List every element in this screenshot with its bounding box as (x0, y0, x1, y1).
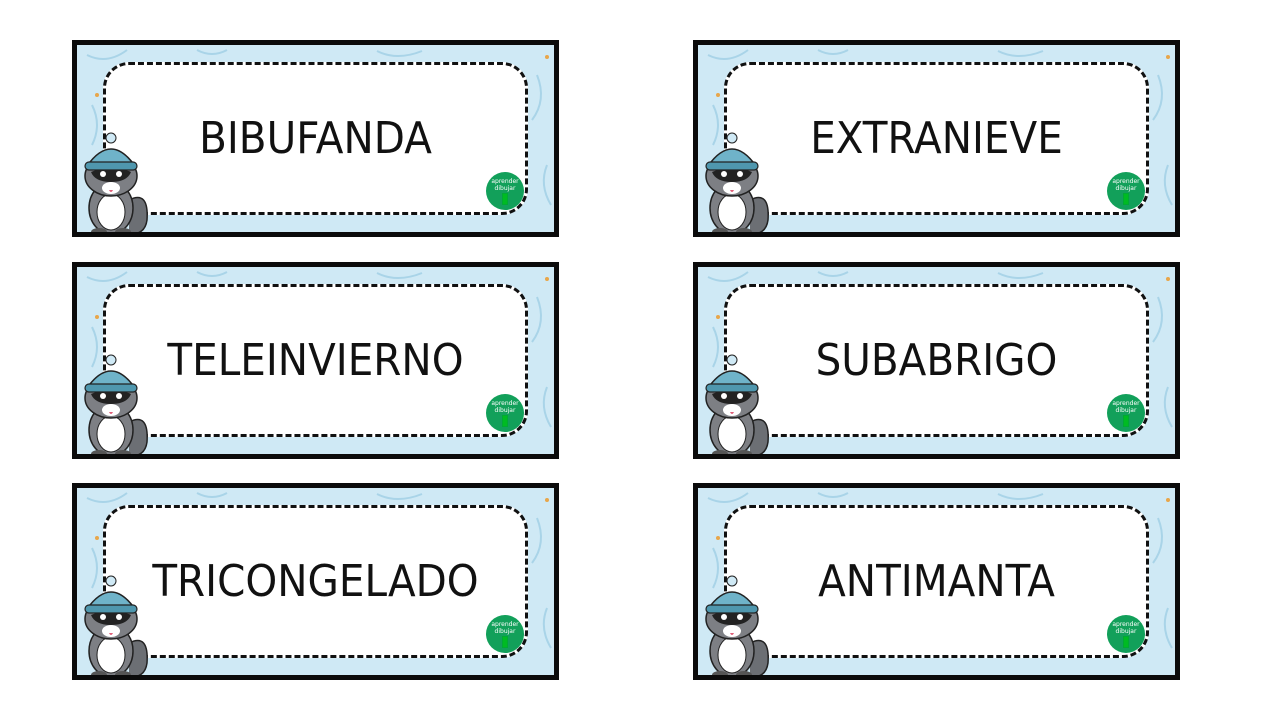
logo-badge-icon: aprender dibujar (1107, 615, 1145, 653)
dashed-word-frame: EXTRANIEVE (724, 62, 1149, 215)
dashed-word-frame: BIBUFANDA (103, 62, 528, 215)
card-word: ANTIMANTA (818, 556, 1055, 607)
logo-text-top: aprender (1112, 399, 1140, 407)
logo-badge-icon: aprender dibujar (486, 615, 524, 653)
winter-leaves-background (86, 271, 552, 428)
card-word: TELEINVIERNO (167, 335, 464, 386)
logo-badge-icon: aprender dibujar (1107, 394, 1145, 432)
dashed-word-frame: TELEINVIERNO (103, 284, 528, 437)
winter-leaves-background (707, 49, 1173, 206)
raccoon-mascot-icon (84, 575, 148, 675)
pencil-icon (502, 414, 508, 427)
winter-leaves-background (707, 492, 1173, 649)
pencil-icon (1123, 192, 1129, 205)
logo-text-top: aprender (1112, 620, 1140, 628)
raccoon-mascot-icon (705, 132, 769, 232)
word-card-1: BIBUFANDA aprender dibujar (72, 40, 559, 237)
logo-text-bottom: dibujar (1115, 184, 1137, 192)
logo-badge-icon: aprender dibujar (486, 394, 524, 432)
logo-text-top: aprender (491, 399, 519, 407)
raccoon-mascot-icon (84, 354, 148, 454)
card-word: EXTRANIEVE (810, 113, 1063, 164)
dashed-word-frame: ANTIMANTA (724, 505, 1149, 658)
logo-text-bottom: dibujar (494, 406, 516, 414)
winter-leaves-background (86, 492, 552, 649)
word-card-6: ANTIMANTA aprender dibujar (693, 483, 1180, 680)
word-card-3: TELEINVIERNO aprender dibujar (72, 262, 559, 459)
raccoon-mascot-icon (84, 132, 148, 232)
word-card-2: EXTRANIEVE aprender dibujar (693, 40, 1180, 237)
word-card-5: TRICONGELADO aprender dibujar (72, 483, 559, 680)
logo-text-bottom: dibujar (494, 184, 516, 192)
logo-text-top: aprender (491, 620, 519, 628)
logo-text-top: aprender (1112, 177, 1140, 185)
logo-text-bottom: dibujar (494, 627, 516, 635)
winter-leaves-background (707, 271, 1173, 428)
logo-text-bottom: dibujar (1115, 406, 1137, 414)
dashed-word-frame: SUBABRIGO (724, 284, 1149, 437)
word-card-4: SUBABRIGO aprender dibujar (693, 262, 1180, 459)
dashed-word-frame: TRICONGELADO (103, 505, 528, 658)
pencil-icon (502, 192, 508, 205)
pencil-icon (1123, 414, 1129, 427)
pencil-icon (502, 635, 508, 648)
card-word: BIBUFANDA (199, 113, 432, 164)
logo-text-bottom: dibujar (1115, 627, 1137, 635)
raccoon-mascot-icon (705, 575, 769, 675)
logo-badge-icon: aprender dibujar (486, 172, 524, 210)
logo-text-top: aprender (491, 177, 519, 185)
raccoon-mascot-icon (705, 354, 769, 454)
pencil-icon (1123, 635, 1129, 648)
card-word: SUBABRIGO (815, 335, 1058, 386)
winter-leaves-background (86, 49, 552, 206)
logo-badge-icon: aprender dibujar (1107, 172, 1145, 210)
card-word: TRICONGELADO (152, 556, 479, 607)
